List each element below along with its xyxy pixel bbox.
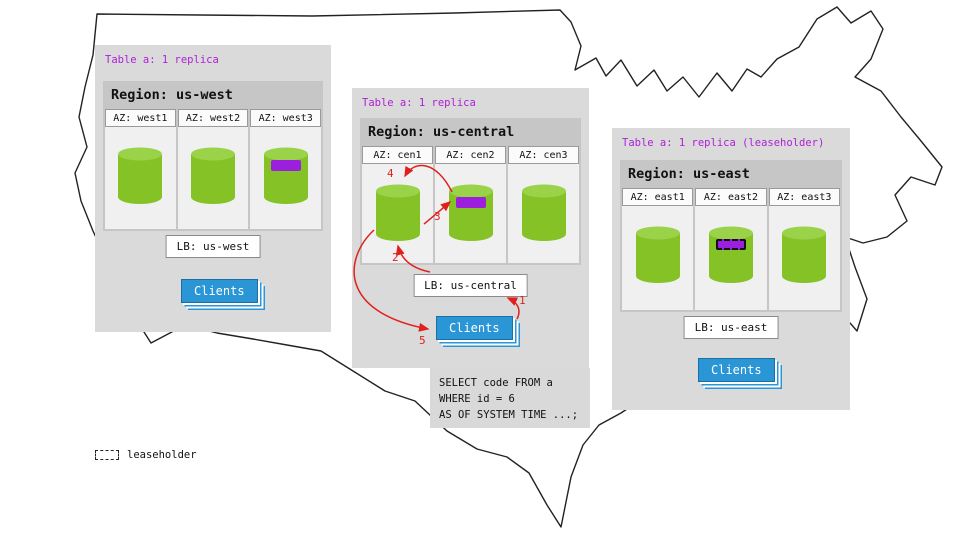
database-cylinder [375,184,421,242]
az-box-cen2: AZ: cen2 [435,146,506,263]
database-cylinder [117,147,163,205]
legend: leaseholder [95,449,197,461]
sql-line-2: WHERE id = 6 [439,392,515,405]
sql-line-1: SELECT code FROM a [439,377,553,389]
table-replica-label: Table a: 1 replica [362,97,476,109]
az-box-west1: AZ: west1 [105,109,176,229]
leaseholder-swatch-icon [95,450,119,460]
az-box-west2: AZ: west2 [177,109,249,229]
legend-label: leaseholder [127,449,197,461]
sql-query: SELECT code FROM a WHERE id = 6 AS OF SY… [430,368,590,428]
az-label: AZ: east1 [622,188,694,206]
az-label: AZ: east3 [768,188,840,206]
database-cylinder [781,226,827,284]
region-title: Region: us-west [111,87,233,103]
step-1-label: 1 [519,294,526,307]
database-cylinder [708,226,754,284]
table-replica-label: Table a: 1 replica (leaseholder) [622,137,825,149]
az-row: AZ: west1 AZ: west2 [103,109,323,231]
cylinder-icon [708,226,753,283]
region-panel-us-central: Table a: 1 replica Region: us-central AZ… [352,88,589,368]
az-label: AZ: west2 [177,109,249,127]
az-label: AZ: west3 [250,109,322,127]
load-balancer-us-central: LB: us-central [413,274,528,297]
database-cylinder [448,184,494,242]
table-a-leaseholder-replica [715,239,746,250]
database-cylinder [190,147,236,205]
az-label: AZ: west1 [105,109,176,127]
sql-line-3: AS OF SYSTEM TIME ...; [439,408,579,421]
cylinder-icon [635,226,680,283]
region-panel-us-west: Table a: 1 replica Region: us-west AZ: w… [95,45,331,332]
clients-box-us-east: Clients [698,358,775,382]
table-replica-label: Table a: 1 replica [105,54,219,66]
az-box-west3: AZ: west3 [250,109,322,229]
region-title: Region: us-central [368,124,515,140]
database-cylinder [263,147,309,205]
clients-box-us-west: Clients [181,279,258,303]
az-label: AZ: cen3 [508,146,579,164]
cylinder-icon [448,184,493,241]
az-box-east1: AZ: east1 [622,188,694,310]
region-panel-us-east: Table a: 1 replica (leaseholder) Region:… [612,128,850,410]
load-balancer-us-east: LB: us-east [683,316,779,339]
step-5-label: 5 [419,334,426,347]
cylinder-icon [263,147,308,204]
database-cylinder [521,184,567,242]
region-title: Region: us-east [628,166,750,182]
database-cylinder [635,226,681,284]
step-4-label: 4 [387,167,394,180]
table-a-replica [455,197,486,208]
az-label: AZ: east2 [695,188,767,206]
load-balancer-us-west: LB: us-west [165,235,261,258]
region-box: Region: us-east AZ: east1 AZ: east2 [620,160,842,312]
az-row: AZ: east1 AZ: east2 [620,188,842,312]
region-box: Region: us-west AZ: west1 AZ: west2 [103,81,323,231]
step-2-label: 2 [392,251,399,264]
az-label: AZ: cen2 [435,146,506,164]
table-a-replica [270,160,301,171]
cylinder-icon [118,147,163,204]
cylinder-icon [521,184,566,241]
az-box-east3: AZ: east3 [768,188,840,310]
clients-box-us-central: Clients [436,316,513,340]
cylinder-icon [375,184,420,241]
region-box: Region: us-central AZ: cen1 AZ: cen2 [360,118,581,265]
az-label: AZ: cen1 [362,146,433,164]
step-3-label: 3 [434,210,441,223]
az-box-cen1: AZ: cen1 [362,146,433,263]
cylinder-icon [782,226,827,283]
cylinder-icon [191,147,235,204]
az-row: AZ: cen1 AZ: cen2 [360,146,581,265]
az-box-cen3: AZ: cen3 [508,146,579,263]
az-box-east2: AZ: east2 [695,188,767,310]
